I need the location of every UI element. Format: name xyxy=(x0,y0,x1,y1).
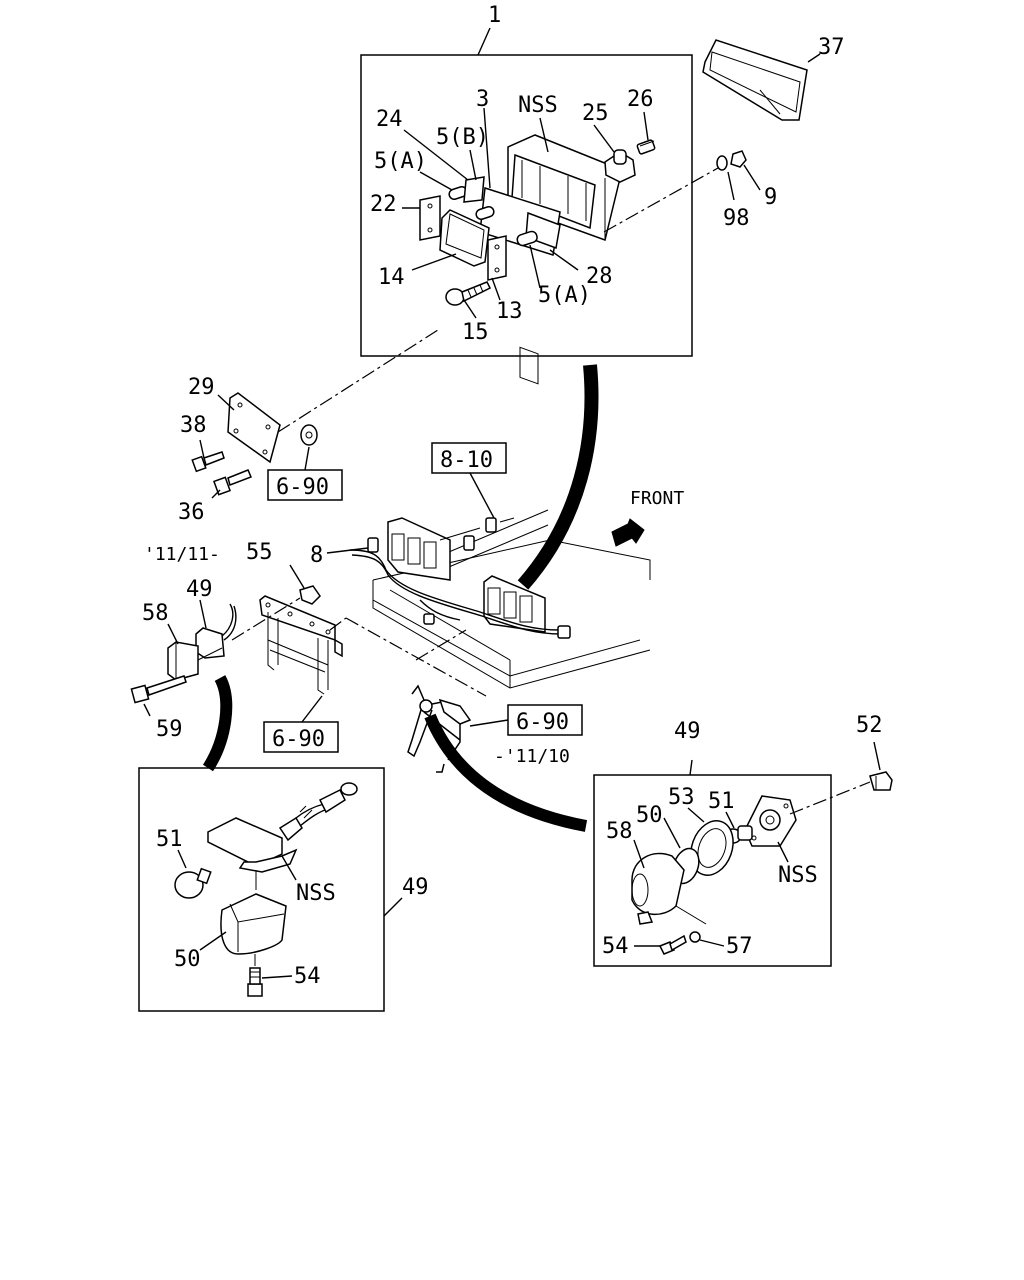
label-51-b: 51 xyxy=(708,789,735,814)
cover-58-right xyxy=(631,852,707,925)
label-49-b: 49 xyxy=(674,719,701,744)
label-25: 25 xyxy=(582,101,609,126)
washer-57 xyxy=(689,931,701,943)
label-3: 3 xyxy=(476,87,489,112)
label-29: 29 xyxy=(188,375,215,400)
assembly-box-1 xyxy=(360,54,693,357)
bolt-36 xyxy=(213,469,252,496)
label-53: 53 xyxy=(668,785,695,810)
label-nss-left: NSS xyxy=(296,881,336,906)
label-22: 22 xyxy=(370,192,397,217)
phantom-line-ref xyxy=(345,617,487,697)
bolt-59 xyxy=(130,675,187,704)
bulb-51-left xyxy=(174,867,212,899)
label-15: 15 xyxy=(462,320,489,345)
label-5b: 5(B) xyxy=(436,125,489,150)
phantom-line-98 xyxy=(603,167,719,233)
label-8: 8 xyxy=(310,543,323,568)
ref-box-6-90-c xyxy=(507,704,583,736)
part-37 xyxy=(702,39,821,121)
ref-box-8-10 xyxy=(431,442,507,474)
clip-52 xyxy=(869,771,893,791)
label-58-a: 58 xyxy=(142,601,169,626)
label-51-a: 51 xyxy=(156,827,183,852)
label-49-c: 49 xyxy=(402,875,429,900)
base-nss-right xyxy=(744,795,797,847)
label-38: 38 xyxy=(180,413,207,438)
cover-58-left xyxy=(167,641,223,681)
phantom-line-mount xyxy=(329,617,347,631)
screw-26 xyxy=(636,139,656,155)
ref-6-90-a[interactable]: 6-90 xyxy=(276,475,329,500)
label-58-b: 58 xyxy=(606,819,633,844)
nut-55 xyxy=(299,585,321,605)
bracket-29 xyxy=(227,392,281,464)
callout-curve-right xyxy=(424,713,588,832)
label-37: 37 xyxy=(818,35,845,60)
label-date-from: '11/11- xyxy=(144,544,220,565)
ref-6-90-c[interactable]: 6-90 xyxy=(516,710,569,735)
plate-22 xyxy=(419,195,441,241)
screw-15 xyxy=(445,281,492,306)
label-50-b: 50 xyxy=(636,803,663,828)
label-49-a: 49 xyxy=(186,577,213,602)
label-13: 13 xyxy=(496,299,523,324)
phantom-line-29 xyxy=(277,329,439,433)
label-5a-1: 5(A) xyxy=(374,149,427,174)
label-50-a: 50 xyxy=(174,947,201,972)
label-54-a: 54 xyxy=(294,964,321,989)
callout-curve-top xyxy=(517,364,599,590)
label-24: 24 xyxy=(376,107,403,132)
gasket-53 xyxy=(690,820,734,876)
bracket-lower xyxy=(407,684,472,773)
bulbs xyxy=(448,176,538,247)
lamp-body-left xyxy=(207,782,358,873)
bolt-38 xyxy=(191,451,225,473)
screw-54-right xyxy=(658,934,687,955)
label-54-b: 54 xyxy=(602,934,629,959)
label-nss-top: NSS xyxy=(518,93,558,118)
detail-box-49-right xyxy=(593,774,832,967)
bracket-mount xyxy=(259,595,343,695)
lens-50-left xyxy=(220,893,287,955)
label-98: 98 xyxy=(723,206,750,231)
label-36: 36 xyxy=(178,500,205,525)
label-26: 26 xyxy=(627,87,654,112)
phantom-line-ref-2 xyxy=(415,629,467,661)
label-57: 57 xyxy=(726,934,753,959)
label-date-to: -'11/10 xyxy=(494,746,570,767)
callout-curve-left xyxy=(202,675,233,772)
ref-8-10[interactable]: 8-10 xyxy=(440,448,493,473)
nut-9 xyxy=(730,150,747,168)
detail-box-49-left xyxy=(138,767,385,1012)
label-14: 14 xyxy=(378,265,405,290)
front-arrow xyxy=(611,518,645,547)
label-59: 59 xyxy=(156,717,183,742)
lamp-housing xyxy=(507,134,623,385)
label-nss-right: NSS xyxy=(778,863,818,888)
label-9: 9 xyxy=(764,185,777,210)
cover-14 xyxy=(439,209,490,267)
plate-13 xyxy=(487,235,507,281)
label-front: FRONT xyxy=(630,488,684,509)
nut-690 xyxy=(300,424,318,446)
socket xyxy=(604,149,636,183)
lamp-left xyxy=(387,517,451,581)
label-1: 1 xyxy=(488,3,501,28)
ref-box-6-90-a xyxy=(267,469,343,501)
ref-6-90-b[interactable]: 6-90 xyxy=(272,727,325,752)
label-52: 52 xyxy=(856,713,883,738)
screw-54-left xyxy=(247,954,263,997)
label-5a-2: 5(A) xyxy=(538,283,591,308)
label-55: 55 xyxy=(246,540,273,565)
washer-98 xyxy=(716,155,728,171)
harness-8 xyxy=(349,517,571,639)
ref-box-6-90-b xyxy=(263,721,339,753)
phantom-line-55 xyxy=(231,597,301,641)
phantom-line-52 xyxy=(789,781,871,815)
label-28: 28 xyxy=(586,264,613,289)
